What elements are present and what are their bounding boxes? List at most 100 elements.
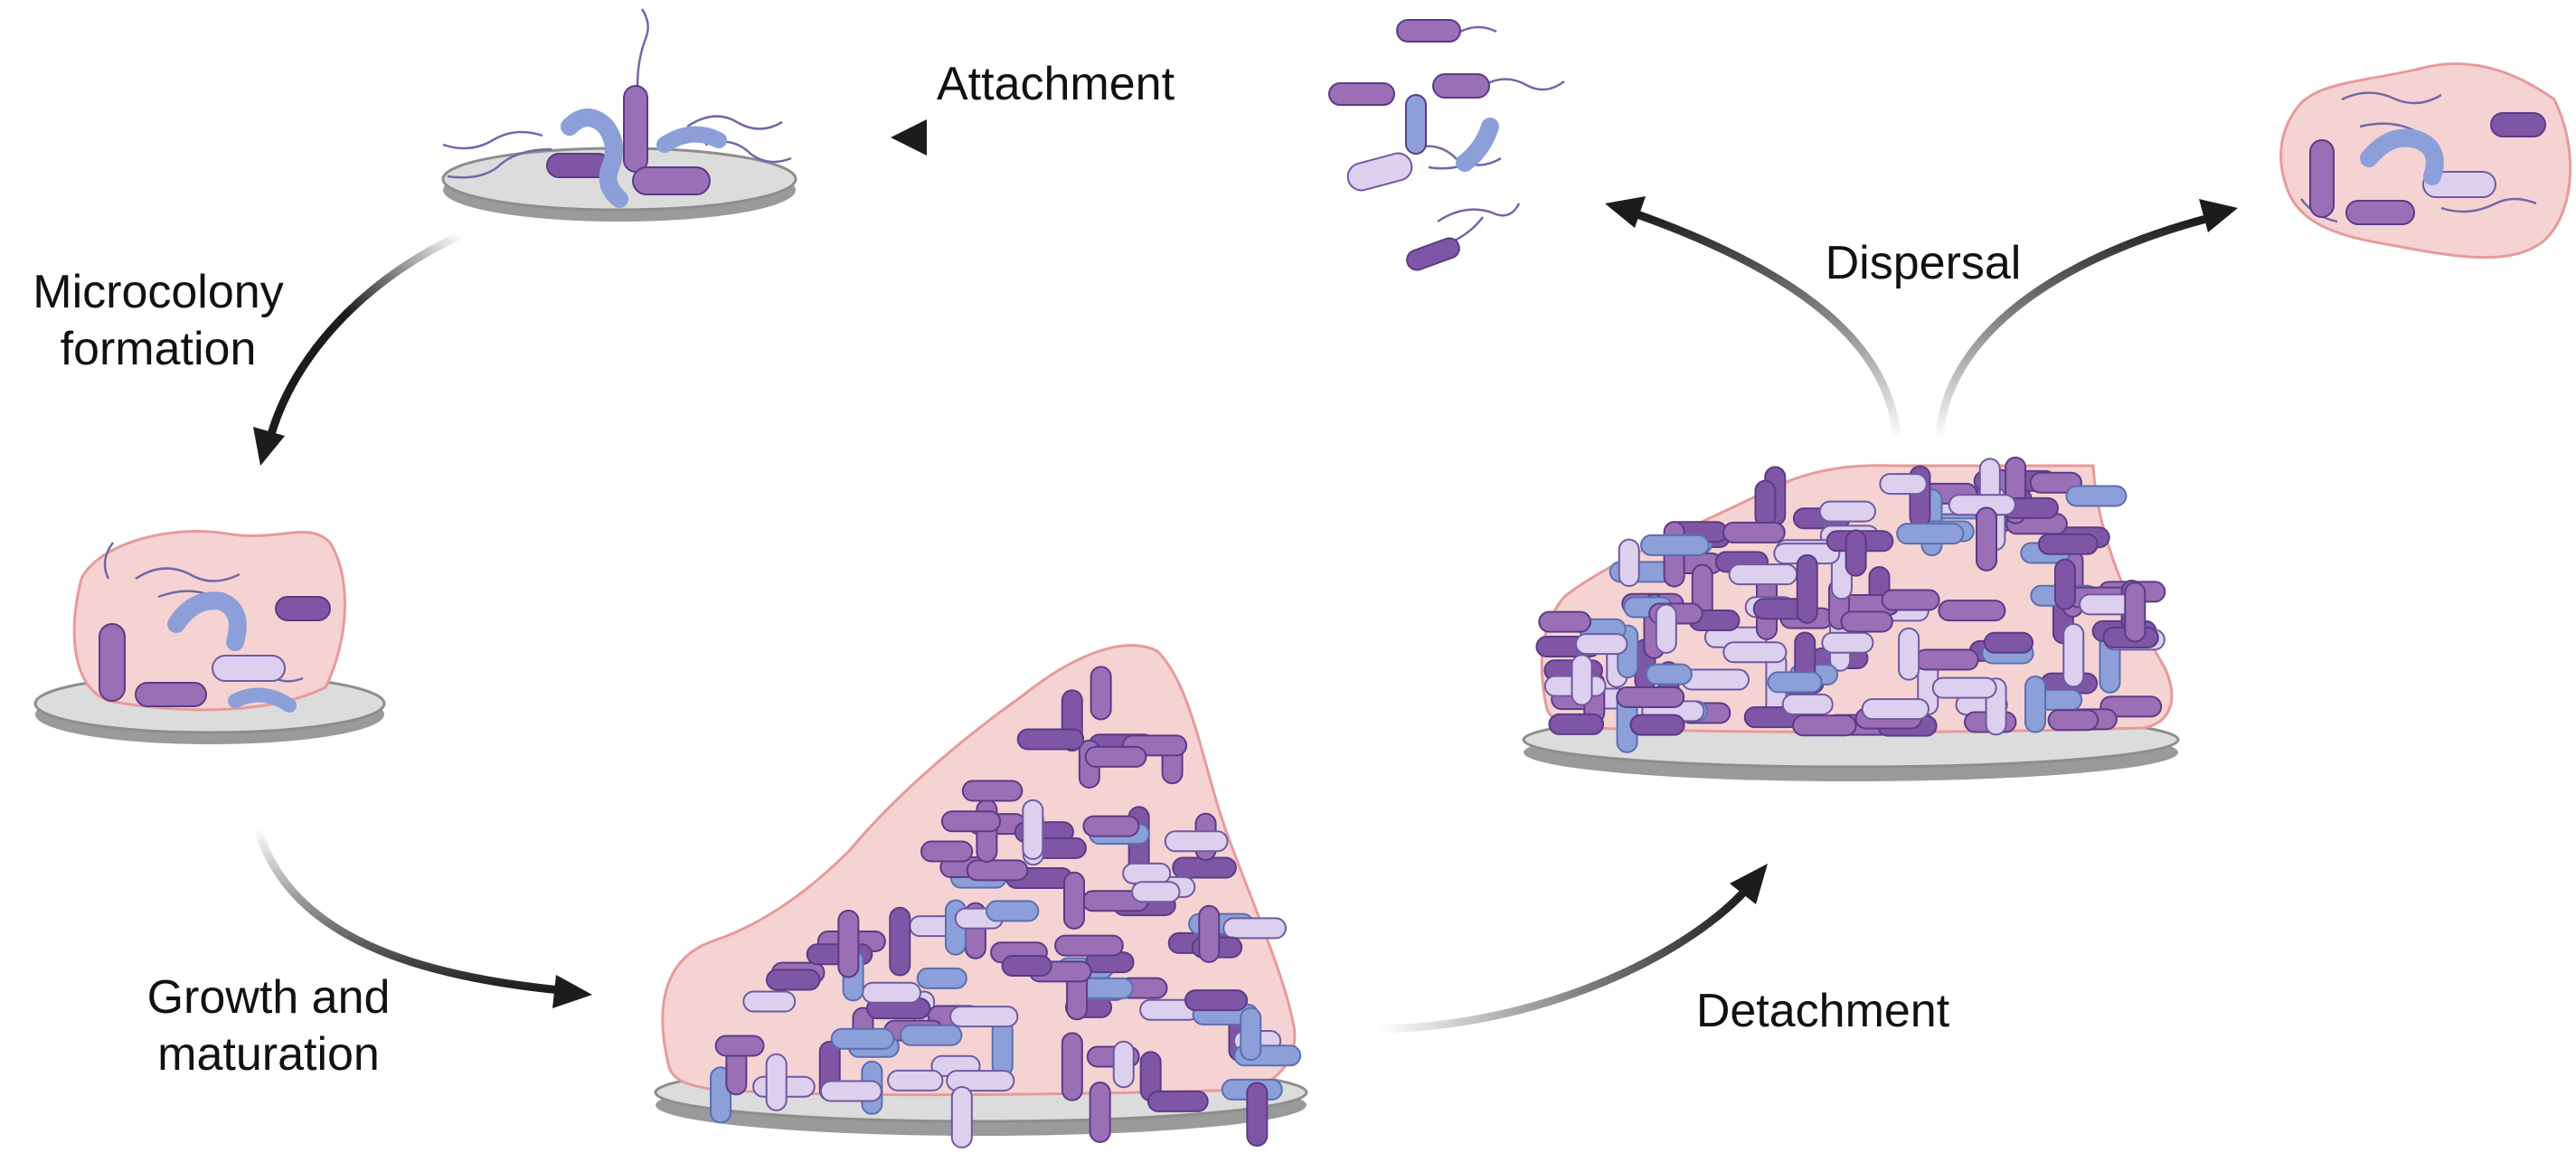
bacterium-cell	[830, 1027, 895, 1050]
bacterium-cell	[837, 909, 860, 978]
dispersal-label: Dispersal	[1826, 237, 2022, 289]
bacterium-cell	[1022, 799, 1044, 860]
bacterium-cell	[1655, 603, 1677, 654]
bacterium-cell	[1879, 473, 1928, 496]
bacterium-cell	[1640, 534, 1710, 556]
dispersal-arrow-left	[1605, 196, 1901, 439]
bacterium-cell	[889, 906, 911, 977]
bacterium-cell	[1728, 563, 1798, 586]
bacterium-cell	[1146, 1090, 1209, 1112]
bacterium-cell	[949, 1006, 1019, 1028]
bacterium-cell	[1240, 1007, 1262, 1062]
bacterium-cell	[1767, 671, 1823, 694]
bacterium-cell	[1061, 1032, 1083, 1101]
bacterium-cell	[2037, 533, 2099, 555]
microcolony-arrow	[253, 231, 463, 466]
bacterium-cell	[2029, 471, 2082, 494]
bacterium-cell	[1983, 631, 2034, 654]
bacterium-cell	[1246, 1082, 1269, 1147]
detaching-biofilm-illustration	[1522, 456, 2180, 781]
bacterium-cell	[2024, 675, 2047, 733]
bacteria-cluster	[546, 85, 727, 208]
attachment-arrow	[891, 119, 1275, 156]
bacterium-cell	[1184, 989, 1249, 1012]
bacterium-cell	[1112, 1040, 1135, 1089]
bacterium-cell	[1629, 714, 1685, 736]
bacterium-cell	[1122, 862, 1172, 884]
bacterium-cell	[1931, 676, 1997, 699]
microcolony-label-line1: Microcolony	[33, 266, 283, 318]
bacterium-cell	[1792, 714, 1857, 737]
bacterium-cell	[1938, 600, 2006, 622]
bacterium-cell	[1722, 641, 1788, 664]
bacterium-cell	[1084, 745, 1147, 768]
bacterium-cell	[1548, 713, 1605, 735]
bacterium-cell	[1054, 934, 1124, 957]
bacterium-cell	[940, 810, 1002, 833]
bacterium-cell	[1001, 955, 1052, 978]
bacterium-cell	[1896, 523, 1965, 545]
bacterium-cell	[1198, 904, 1221, 963]
bacterium-cell	[1089, 1081, 1111, 1143]
mature-biofilm-illustration	[654, 644, 1308, 1148]
bacterium-cell	[950, 1085, 973, 1148]
bacterium-cell	[1016, 728, 1085, 751]
bacterium-cell	[742, 990, 797, 1013]
bacterium-cell	[1898, 627, 1920, 681]
attachment-label: Attachment	[937, 58, 1175, 110]
bacterium-cell	[1618, 538, 1640, 588]
bacterium-cell	[1222, 917, 1287, 940]
bacterium-cell	[714, 1035, 765, 1057]
growth-label-line2: maturation	[157, 1028, 380, 1081]
bacterium-cell	[991, 1018, 1014, 1077]
microcolony-label-line2: formation	[61, 323, 257, 375]
detachment-label: Detachment	[1696, 985, 1950, 1037]
bacterium-cell	[2079, 593, 2133, 616]
bacterium-cell	[1062, 871, 1085, 930]
bacterium-cell	[1645, 663, 1693, 685]
attachment-stage-illustration	[441, 8, 797, 222]
bacterium-cell	[2099, 695, 2163, 718]
bacterium-cell	[1914, 648, 1979, 671]
bacterium-cell	[765, 969, 821, 991]
bacterium-cell	[1082, 815, 1140, 837]
growth-arrow	[253, 826, 592, 1008]
bacterium-cell	[961, 780, 1024, 802]
bacterium-cell	[1722, 521, 1786, 543]
bacterium-cell	[966, 859, 1029, 882]
bacterium-cell	[1538, 610, 1592, 633]
bacterium-cell	[765, 1053, 788, 1111]
dispersal-arrow-right	[1935, 199, 2238, 439]
bacterium-cell	[1574, 633, 1628, 656]
biofilm-cells	[710, 666, 1302, 1148]
bacterium-cell	[1164, 830, 1229, 853]
dispersed-cluster	[2279, 62, 2572, 260]
microcolony-stage-illustration	[33, 530, 386, 744]
bacterium-cell	[887, 1069, 944, 1092]
bacterium-cell	[1821, 631, 1874, 654]
bacterium-cell	[2065, 485, 2128, 507]
bacterium-cell	[819, 1080, 882, 1102]
bacterium-cell	[900, 1024, 963, 1046]
bacterium-cell	[1976, 506, 1998, 572]
biofilm-cells	[1535, 456, 2166, 753]
bacterium-cell	[2062, 623, 2085, 688]
bacterium-cell	[2047, 709, 2099, 732]
bacterium-cell	[986, 900, 1040, 922]
bacterium-cell	[920, 840, 974, 863]
bacterium-cell	[1840, 610, 1893, 633]
bacterium-cell	[1818, 500, 1876, 523]
bacterium-cell	[1571, 654, 1593, 706]
bacterium-cell	[1131, 881, 1181, 903]
detachment-arrow	[1378, 864, 1768, 1034]
bacterium-cell	[916, 967, 967, 989]
bacterium-cell	[1845, 529, 1867, 577]
bacterium-cell	[946, 1070, 1015, 1092]
bacterium-cell	[861, 981, 922, 1004]
bacterium-cell	[2053, 558, 2076, 610]
bacterium-cell	[1861, 698, 1930, 721]
bacterium-cell	[1754, 479, 1777, 528]
bacterium-cell	[2124, 581, 2147, 643]
bacterium-cell	[1881, 589, 1940, 611]
